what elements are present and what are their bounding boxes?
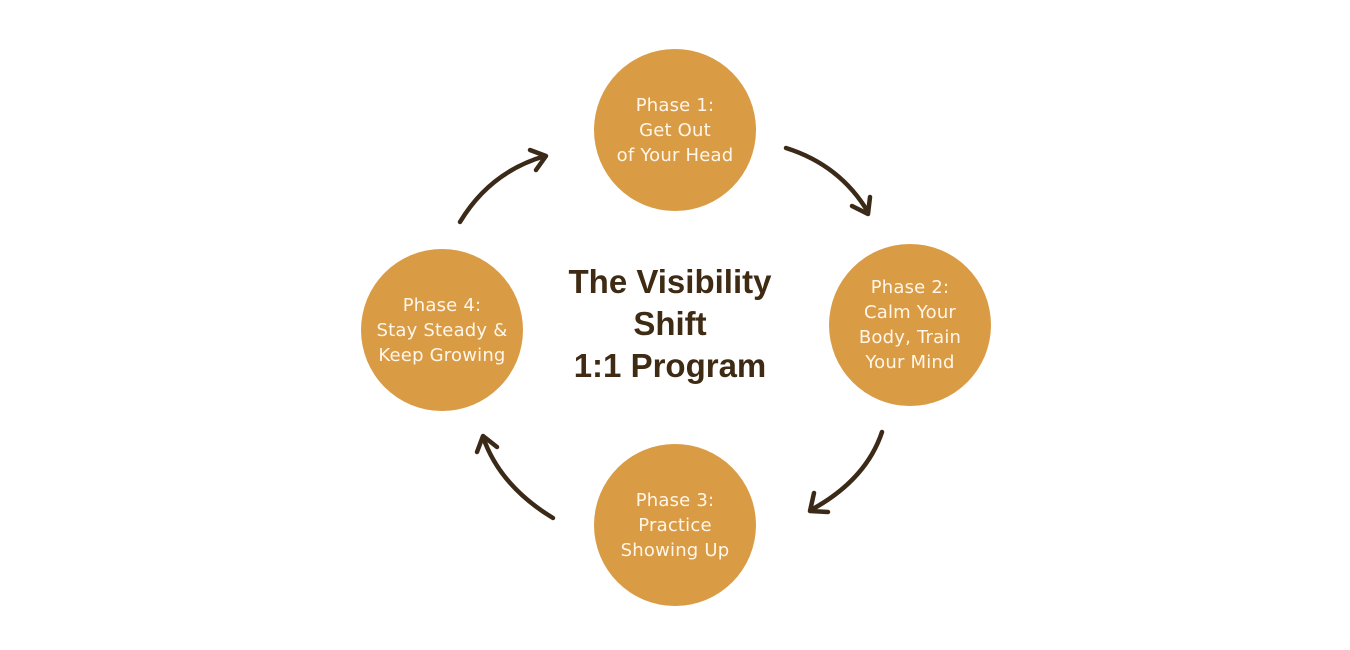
arrow-phase2-to-phase3: [807, 429, 885, 515]
title-line: 1:1 Program: [573, 347, 767, 384]
phase-1-label: Phase 1:: [635, 94, 715, 116]
phase-2-text: Calm Your: [863, 302, 957, 323]
phase-2-circle: Phase 2: Calm Your Body, Train Your Mind: [829, 244, 991, 406]
phase-3-label: Phase 3:: [635, 489, 715, 511]
phase-1-text: Get Out: [639, 119, 711, 141]
phase-4-text: Keep Growing: [378, 344, 506, 366]
phase-4-text: Stay Steady &: [376, 319, 508, 341]
arrow-phase1-to-phase2: [783, 145, 873, 217]
phase-2-label: Phase 2:: [870, 277, 950, 298]
phase-4-circle: Phase 4: Stay Steady & Keep Growing: [361, 249, 523, 411]
phase-1-text: of Your Head: [616, 144, 734, 166]
phase-4-label: Phase 4:: [402, 294, 482, 316]
arrow-phase4-to-phase1: [457, 147, 549, 225]
phase-2-text: Body, Train: [858, 327, 962, 348]
phase-2-text: Your Mind: [865, 352, 955, 373]
title-line: Shift: [633, 305, 707, 342]
phase-3-circle: Phase 3: Practice Showing Up: [594, 444, 756, 606]
arrow-phase3-to-phase4: [474, 433, 556, 521]
phase-1-circle: Phase 1: Get Out of Your Head: [594, 49, 756, 211]
phase-3-text: Showing Up: [620, 539, 730, 561]
phase-3-text: Practice: [638, 514, 712, 536]
title-line: The Visibility: [568, 263, 772, 300]
program-title: The Visibility Shift 1:1 Program: [520, 261, 820, 387]
